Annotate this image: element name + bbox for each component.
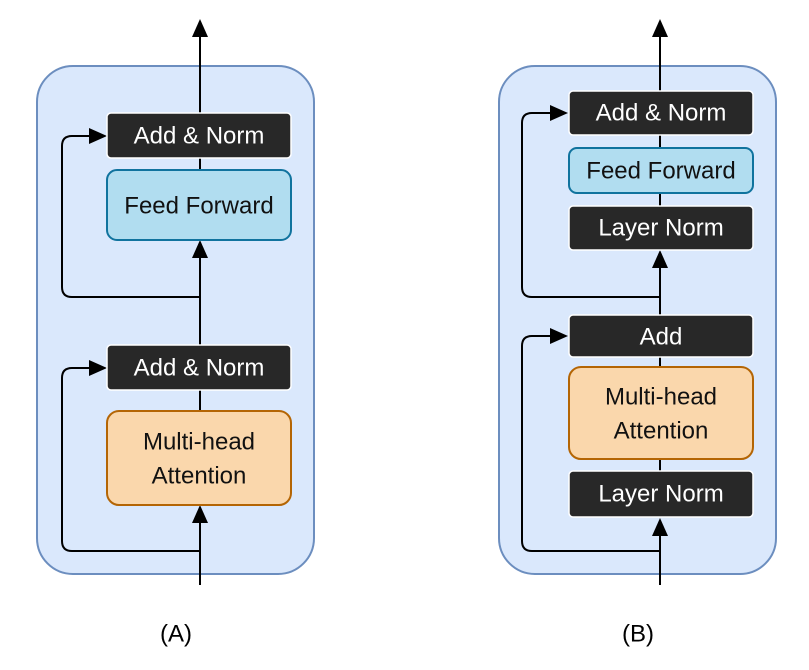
panel-b-output-arrowhead — [652, 19, 668, 37]
panel-b-layer-norm-top-block — [568, 205, 754, 251]
panel-a-add-norm-top-label: Add & Norm — [134, 123, 265, 150]
panel-b-add-block — [568, 314, 754, 358]
panel-b-feed-forward-label: Feed Forward — [586, 158, 735, 185]
panel-b-layernorm-arrowhead — [652, 250, 668, 268]
panel-a-output-arrowhead — [192, 19, 208, 37]
panel-b-add-norm-label: Add & Norm — [596, 100, 727, 127]
panel-a-mha-label-line2: Attention — [152, 463, 247, 490]
panel-b-layer-norm-bottom-block — [568, 470, 754, 518]
panel-b-mha-label-line1: Multi-head — [605, 384, 717, 411]
panel-b-mha-label-line2: Attention — [614, 418, 709, 445]
panel-b-residual-bottom-arrowhead — [550, 328, 568, 344]
panel-a-residual-top — [61, 135, 200, 298]
panel-b-add-norm-block — [568, 90, 754, 136]
panel-a-residual-bottom-arrowhead — [89, 360, 107, 376]
panel-b: Add & Norm Feed Forward Layer Norm Add M… — [498, 19, 777, 648]
panel-b-multi-head-attention-block — [568, 366, 754, 460]
panel-a-input-arrowhead — [192, 505, 208, 523]
panel-a-caption: (A) — [160, 621, 192, 648]
panel-a-feed-forward-label: Feed Forward — [124, 193, 273, 220]
panel-a-feed-forward-block — [106, 169, 292, 241]
panel-b-feed-forward-block — [568, 147, 754, 194]
panel-a-multi-head-attention-block — [106, 410, 292, 506]
panel-a-ff-arrowhead — [192, 240, 208, 258]
panel-b-residual-top — [521, 112, 660, 298]
panel-b-residual-top-arrowhead — [550, 105, 568, 121]
panel-a-residual-top-arrowhead — [89, 128, 107, 144]
panel-b-residual-bottom — [521, 335, 660, 552]
panel-b-input-arrowhead — [652, 518, 668, 536]
panel-b-layer-norm-bottom-label: Layer Norm — [598, 481, 723, 508]
panel-a: Add & Norm Feed Forward Add & Norm Multi… — [36, 19, 315, 648]
panel-a-add-norm-bottom-label: Add & Norm — [134, 355, 265, 382]
panel-a-add-norm-bottom-block — [106, 344, 292, 391]
panel-b-caption: (B) — [622, 621, 654, 648]
panel-a-residual-bottom — [61, 367, 200, 552]
panel-b-layer-norm-top-label: Layer Norm — [598, 215, 723, 242]
panel-a-add-norm-top-block — [106, 112, 292, 159]
panel-a-mha-label-line1: Multi-head — [143, 429, 255, 456]
panel-b-add-label: Add — [640, 324, 683, 351]
